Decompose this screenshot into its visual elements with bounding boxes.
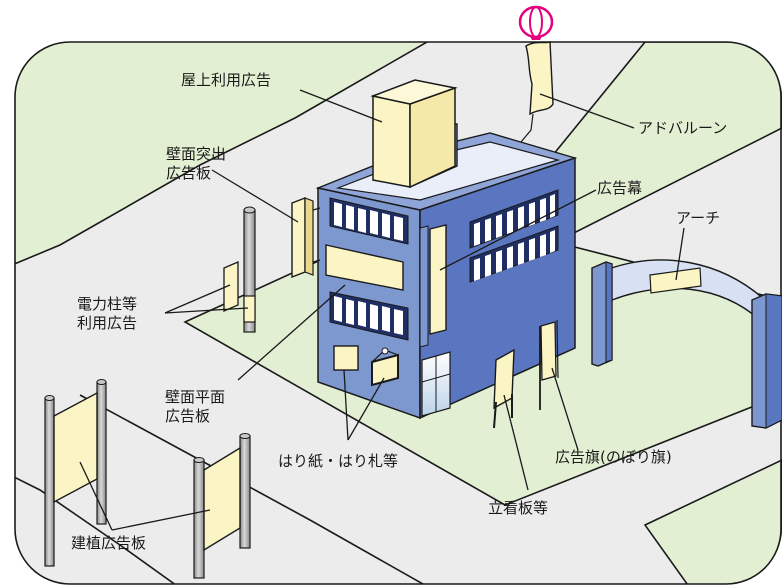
label-built-sign: 建植広告板 <box>71 534 147 552</box>
label-wall-projecting-ad-line2: 広告板 <box>166 164 212 182</box>
standing-sign <box>493 348 515 429</box>
building <box>315 132 578 420</box>
label-utility-pole-ad-line2: 利用広告 <box>77 314 138 332</box>
leader-lines <box>79 89 685 531</box>
label-wall-projecting-ad-line1: 壁面突出 <box>166 145 227 163</box>
label-standing-sign: 立看板等 <box>488 499 549 517</box>
curtain-banner <box>429 224 447 335</box>
label-wall-flat-ad-line1: 壁面平面 <box>165 388 226 406</box>
poster <box>333 345 359 371</box>
label-posters: はり紙・はり札等 <box>278 452 399 470</box>
label-curtain-ad: 広告幕 <box>597 179 643 197</box>
projecting-wall-sign <box>291 196 321 279</box>
label-rooftop-ad: 屋上利用広告 <box>181 71 272 89</box>
built-sign-right <box>193 433 251 579</box>
utility-pole <box>223 206 256 333</box>
arch-structure <box>591 259 782 429</box>
label-utility-pole-ad-line1: 電力柱等 <box>77 295 138 313</box>
wall-flat-ad-panel <box>325 244 404 291</box>
label-banner-flag: 広告旗(のぼり旗) <box>555 448 672 466</box>
banner-flags <box>539 319 559 410</box>
rooftop-billboard <box>370 79 458 189</box>
label-advertising-balloon: アドバルーン <box>638 119 728 137</box>
hanging-plaque <box>371 353 399 387</box>
label-arch: アーチ <box>676 209 721 227</box>
label-wall-flat-ad-line2: 広告板 <box>165 407 211 425</box>
